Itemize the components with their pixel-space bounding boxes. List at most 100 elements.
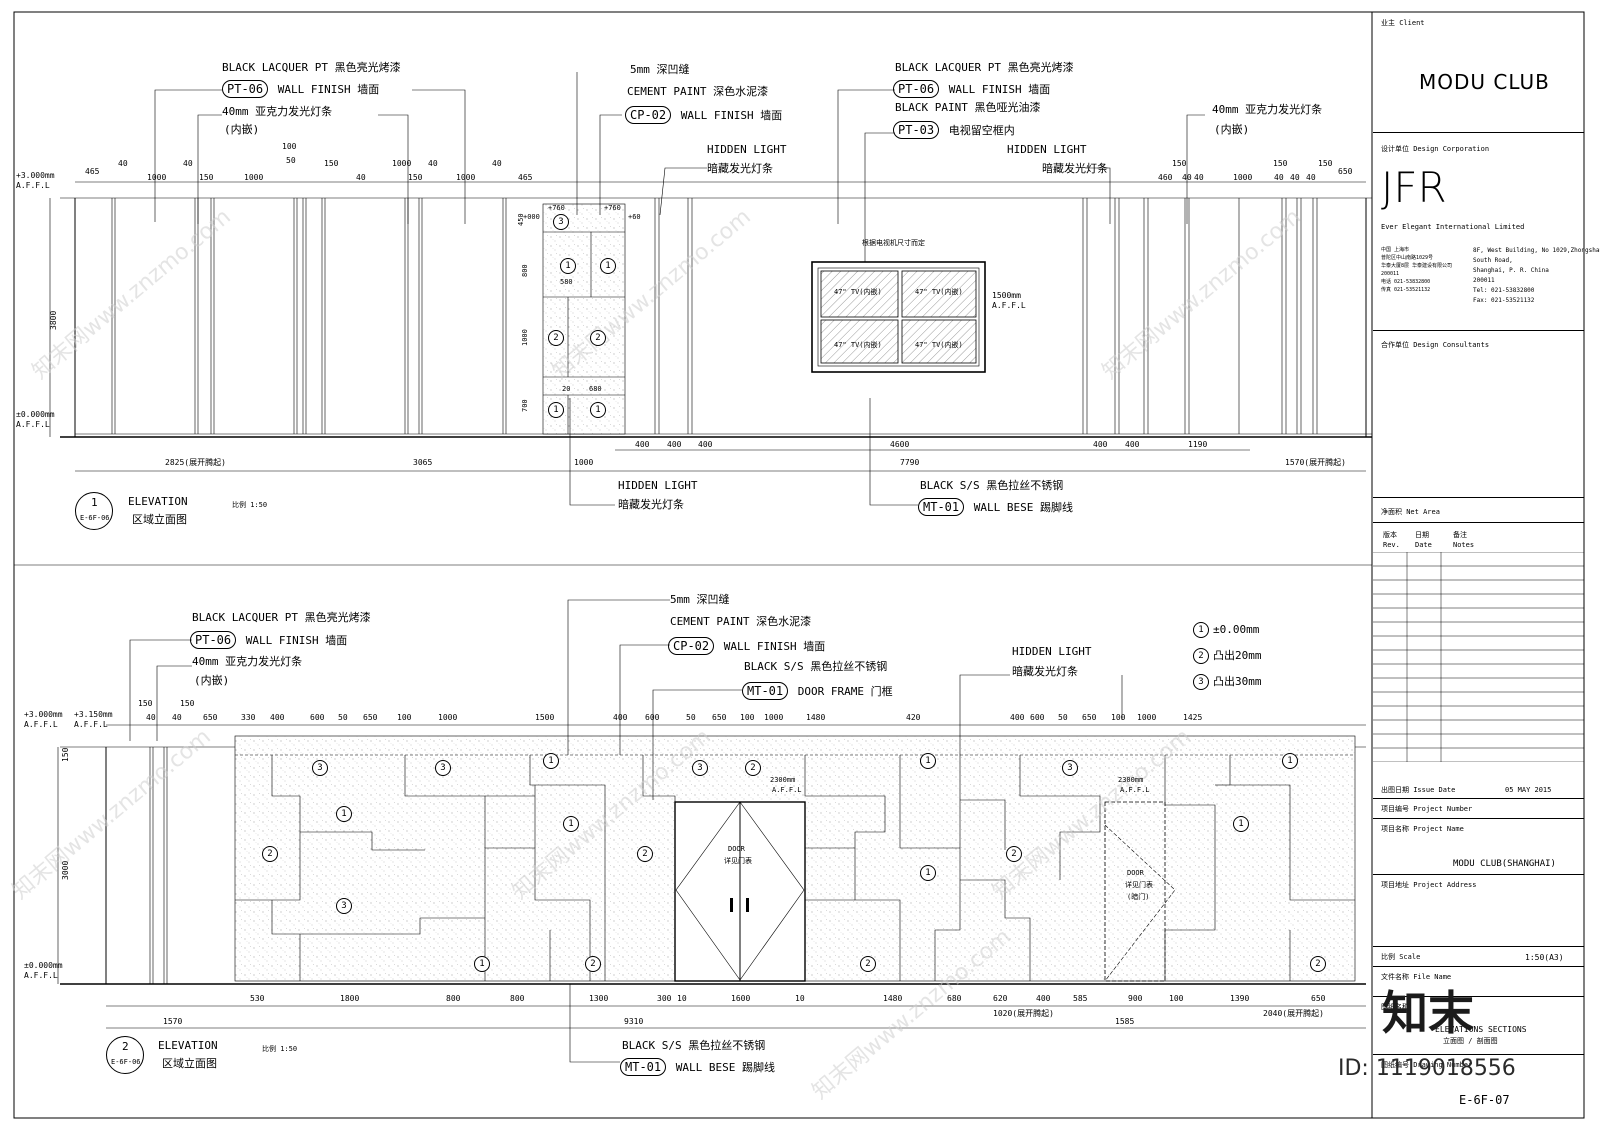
note-e1-acrylic: 40mm 亚克力发光灯条 bbox=[222, 105, 333, 118]
dim: 2825(展开腾起) bbox=[165, 458, 226, 467]
finish-callout-2: 2 bbox=[745, 760, 761, 776]
elevation-number: 2 bbox=[122, 1040, 129, 1053]
dim: 400 bbox=[1125, 440, 1140, 449]
note-e1-hidden-light-cn-2: 暗藏发光灯条 bbox=[1042, 162, 1108, 175]
project-name-label: 项目名称 Project Name bbox=[1381, 825, 1464, 833]
door-label-cn: 详见门表 bbox=[724, 857, 752, 865]
dim: 1600 bbox=[731, 994, 751, 1003]
finish-callout-1: 1 bbox=[920, 753, 936, 769]
dim: +760 bbox=[604, 204, 621, 212]
dim: 100 bbox=[1169, 994, 1184, 1003]
dim: 7790 bbox=[900, 458, 920, 467]
hidden-door-label: DOOR bbox=[1127, 869, 1144, 877]
tag-e2-mt01: MT-01 DOOR FRAME 门框 bbox=[742, 682, 893, 700]
tag-e1-mt01: MT-01 WALL BESE 踢脚线 bbox=[918, 498, 1073, 516]
hidden-door-label-cn: 详见门表 bbox=[1125, 881, 1153, 889]
title-divider bbox=[1373, 946, 1584, 947]
elevation-2-scale: 比例 1:50 bbox=[262, 1045, 298, 1053]
finish-callout-1: 1 bbox=[600, 258, 616, 274]
svg-text:知末网www.znzmo.com: 知末网www.znzmo.com bbox=[1098, 204, 1306, 384]
note-e2-black-ss-2: BLACK S/S 黑色拉丝不锈钢 bbox=[622, 1039, 766, 1052]
finish-callout-3: 3 bbox=[553, 214, 569, 230]
image-id: ID: 1119018556 bbox=[1338, 1056, 1516, 1081]
note-e1-inset: (内嵌) bbox=[224, 123, 260, 136]
dim: 1585 bbox=[1115, 1017, 1135, 1026]
dim: 50 bbox=[286, 156, 296, 165]
dim: 600 bbox=[645, 713, 660, 722]
note-e1-acrylic-2: 40mm 亚克力发光灯条 bbox=[1212, 103, 1323, 116]
dim: 1000 bbox=[438, 713, 458, 722]
dim: 100 bbox=[397, 713, 412, 722]
note-e1-inset-2: (内嵌) bbox=[1214, 123, 1250, 136]
rev-header: 版本 Rev. bbox=[1383, 531, 1400, 549]
drawing-title: ELEVATIONS SECTIONS bbox=[1435, 1025, 1527, 1034]
note-e1-black-paint: BLACK PAINT 黑色哑光油漆 bbox=[895, 101, 1041, 114]
dim: 580 bbox=[560, 278, 573, 286]
note-e2-door-frame: DOOR FRAME 门框 bbox=[797, 685, 893, 698]
finish-callout-3: 3 bbox=[692, 760, 708, 776]
title-divider bbox=[1373, 818, 1584, 819]
dim: 420 bbox=[906, 713, 921, 722]
dim: 400 bbox=[635, 440, 650, 449]
dim: 40 bbox=[428, 159, 438, 168]
note-e1-cement: CEMENT PAINT 深色水泥漆 bbox=[627, 85, 769, 98]
dim: 650 bbox=[363, 713, 378, 722]
finish-callout-2: 2 bbox=[637, 846, 653, 862]
dim: 40 bbox=[146, 713, 156, 722]
title-divider bbox=[1373, 330, 1584, 331]
dim: 650 bbox=[1082, 713, 1097, 722]
level-e2-ceiling: +3.150mm bbox=[74, 710, 113, 719]
dim: 100 bbox=[1111, 713, 1126, 722]
notes-header: 备注 Notes bbox=[1453, 531, 1475, 549]
door-level-ref: A.F.F.L bbox=[772, 786, 802, 794]
note-e1-base: WALL BESE 踢脚线 bbox=[973, 501, 1073, 514]
level-e1-top: +3.000mm bbox=[16, 171, 55, 180]
elevation-sheet-ref: E-6F-06 bbox=[80, 514, 110, 522]
dim: 460 bbox=[1158, 173, 1173, 182]
dim: 1000 bbox=[764, 713, 784, 722]
dim: 10 bbox=[795, 994, 805, 1003]
dim: 1000 bbox=[1233, 173, 1253, 182]
revision-table bbox=[1373, 552, 1584, 762]
address-en: 8F, West Building, No 1029,Zhongshan Sou… bbox=[1473, 246, 1600, 306]
project-number-label: 项目编号 Project Number bbox=[1381, 805, 1473, 813]
note-e1-wall-finish-2: WALL FINISH 墙面 bbox=[680, 109, 783, 122]
title-divider bbox=[1373, 996, 1584, 997]
note-e2-hidden-light-cn: 暗藏发光灯条 bbox=[1012, 665, 1078, 678]
elevation-sheet-ref: E-6F-06 bbox=[111, 1058, 141, 1066]
height-dim-e1: 3800 bbox=[49, 310, 58, 330]
finish-callout-3: 3 bbox=[435, 760, 451, 776]
door-level-ref: A.F.F.L bbox=[1120, 786, 1150, 794]
dim: 620 bbox=[993, 994, 1008, 1003]
dim: 330 bbox=[241, 713, 256, 722]
title-divider bbox=[1373, 132, 1584, 133]
address-line: Tel: 021-53832800 bbox=[1473, 287, 1535, 294]
address-line: 200011 bbox=[1473, 277, 1495, 284]
note-e1-black-ss: BLACK S/S 黑色拉丝不锈钢 bbox=[920, 479, 1064, 492]
dim: 1480 bbox=[883, 994, 903, 1003]
dim: 465 bbox=[518, 173, 533, 182]
note-e1-tv-cavity: 电视留空框内 bbox=[948, 124, 1015, 137]
dim: 40 bbox=[1306, 173, 1316, 182]
legend-30mm: 凸出30mm bbox=[1213, 675, 1262, 688]
dim: 2040(展开腾起) bbox=[1263, 1009, 1324, 1018]
elevation-2-subtitle: 区域立面图 bbox=[162, 1057, 217, 1070]
file-name-label: 文件名称 File Name bbox=[1381, 973, 1452, 981]
dim: 465 bbox=[85, 167, 100, 176]
dim: 1500 bbox=[535, 713, 555, 722]
tag-label: PT-06 bbox=[222, 80, 269, 98]
dim: 1020(展开腾起) bbox=[993, 1009, 1054, 1018]
tag-label: PT-03 bbox=[893, 121, 940, 139]
note-e1-lacquer-2: BLACK LACQUER PT 黑色亮光烤漆 bbox=[895, 61, 1074, 74]
elevation-2-title: ELEVATION bbox=[158, 1039, 218, 1052]
title-divider bbox=[1373, 1054, 1584, 1055]
legend-marker-3: 3 bbox=[1193, 674, 1209, 690]
dim: 400 bbox=[698, 440, 713, 449]
dim: 600 bbox=[310, 713, 325, 722]
finish-callout-1: 1 bbox=[336, 806, 352, 822]
company-logo: JFR bbox=[1381, 163, 1447, 212]
address-line: South Road, bbox=[1473, 257, 1513, 264]
dim: 1480 bbox=[806, 713, 826, 722]
tag-label: MT-01 bbox=[918, 498, 965, 516]
note-e1-hidden-light-cn-3: 暗藏发光灯条 bbox=[618, 498, 684, 511]
